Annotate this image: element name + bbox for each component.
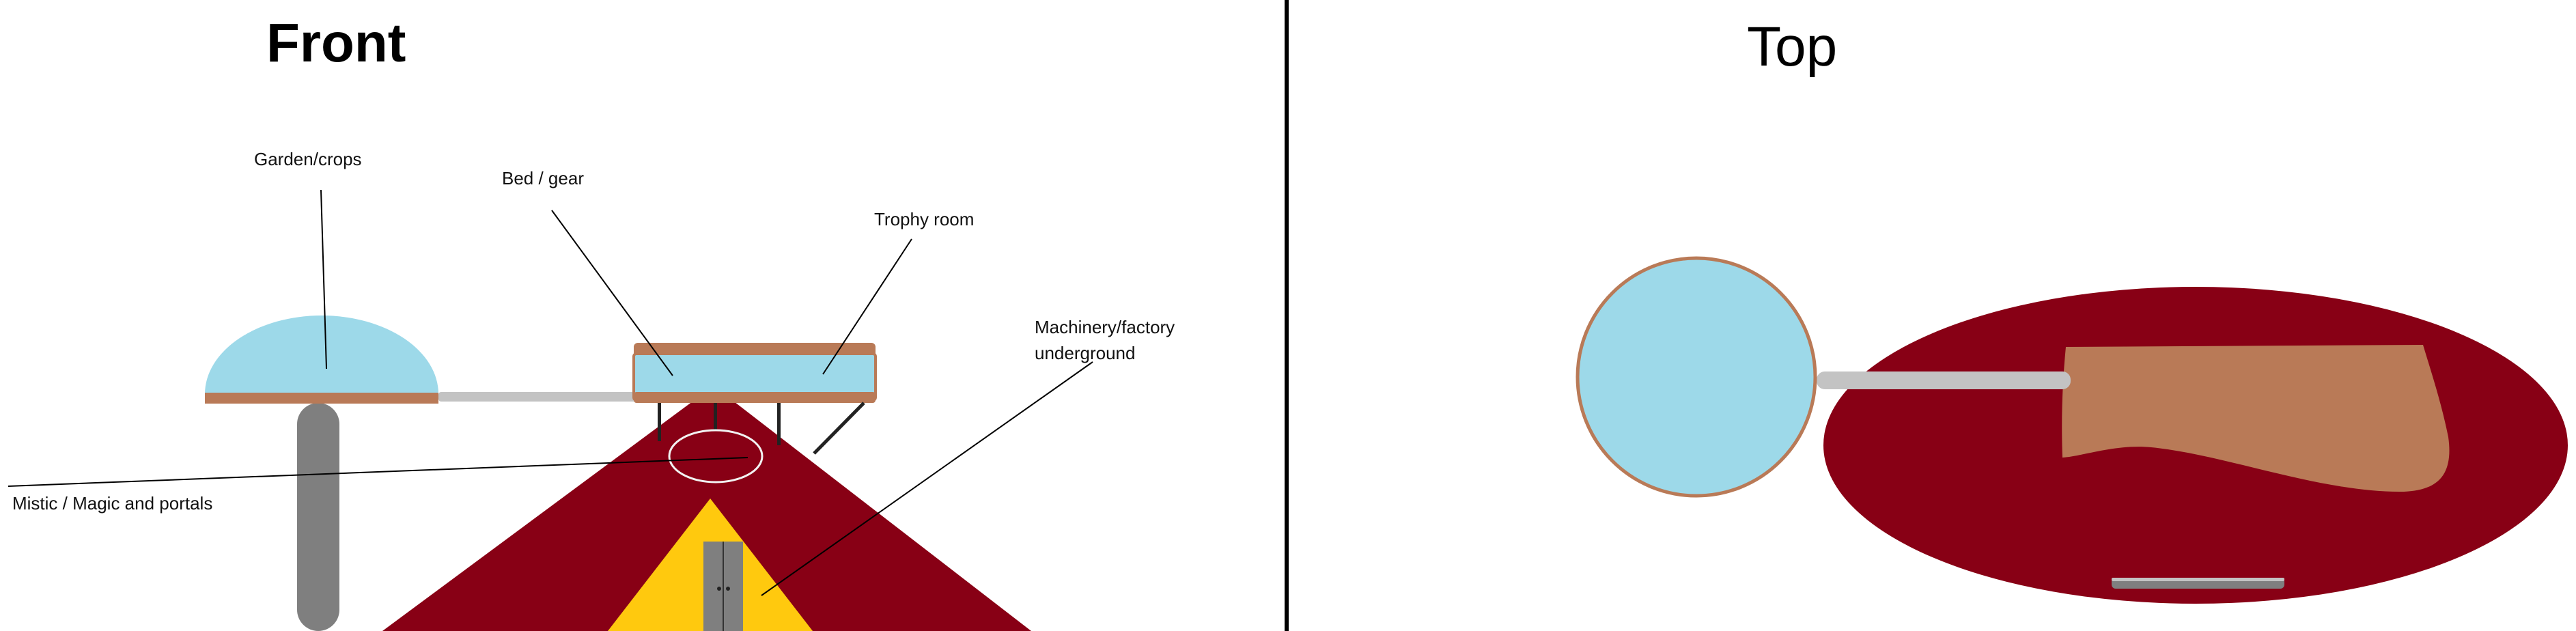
label-bed: Bed / gear — [502, 168, 584, 188]
walkway-top — [1817, 371, 2071, 389]
leader-bed — [551, 210, 673, 376]
support-leg-1 — [658, 403, 661, 441]
portal-ellipse — [668, 429, 764, 483]
label-mistic: Mistic / Magic and portals — [12, 493, 212, 514]
door-knob-right — [726, 587, 730, 591]
label-machinery-line1: Machinery/factory — [1035, 317, 1175, 337]
walkway-front — [438, 392, 636, 402]
garden-dome — [205, 316, 438, 394]
garden-pillar — [297, 403, 339, 631]
leader-mistic — [8, 457, 748, 487]
top-house-footprint — [2062, 345, 2450, 492]
house-floor — [634, 392, 876, 403]
view-divider — [1285, 0, 1289, 631]
support-leg-3 — [777, 403, 781, 445]
top-garden-circle — [1576, 256, 1817, 498]
support-leg-diagonal — [813, 402, 865, 455]
top-view: Top — [1576, 16, 2568, 604]
door-knob-left — [717, 587, 721, 591]
label-garden: Garden/crops — [254, 149, 362, 169]
support-leg-2 — [714, 403, 717, 430]
label-machinery-line2: underground — [1035, 343, 1135, 363]
top-entrance-edge — [2112, 578, 2284, 581]
leader-trophy — [822, 238, 912, 375]
front-title: Front — [266, 12, 406, 73]
leader-machinery — [761, 361, 1093, 596]
top-title: Top — [1747, 16, 1837, 78]
front-view: Front Garden/cr — [8, 12, 1175, 631]
leader-garden — [320, 189, 327, 369]
garden-platform — [205, 393, 438, 404]
label-trophy: Trophy room — [874, 209, 974, 229]
